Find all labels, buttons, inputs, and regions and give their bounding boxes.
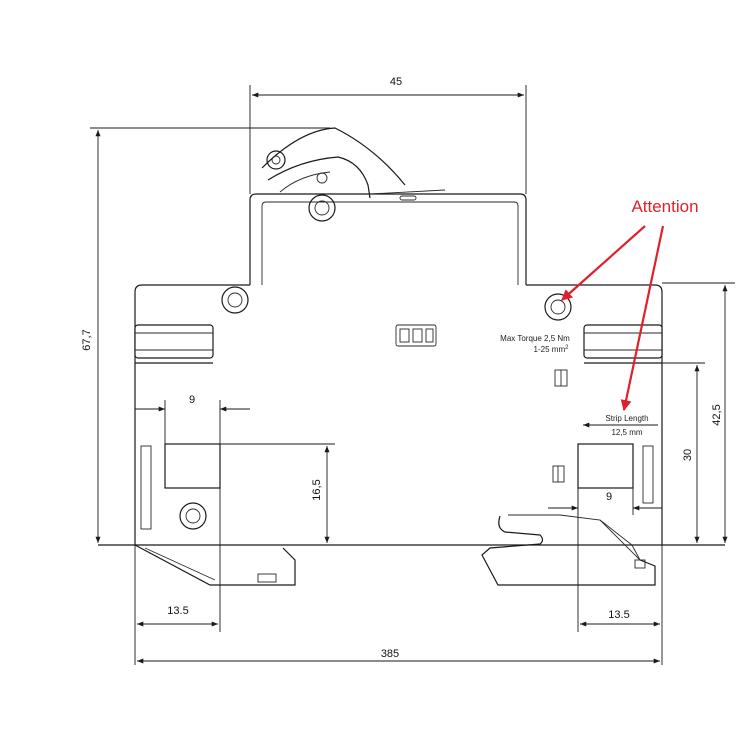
dim-label-total-width: 385 bbox=[381, 648, 399, 660]
terminal-screw-left-bottom bbox=[179, 502, 207, 530]
dimension-left-terminal-height: 16,5 bbox=[220, 443, 335, 543]
dim-label-right-small-width: 9 bbox=[606, 491, 612, 503]
dimension-right-height: 42,5 bbox=[662, 282, 735, 543]
toggle-lever bbox=[261, 127, 446, 222]
attention-arrow-torque bbox=[561, 225, 646, 301]
torque-line-2: 1-25 mm2 bbox=[534, 345, 570, 354]
attention-annotation: Attention bbox=[561, 197, 699, 412]
strip-length-value: 12,5 mm bbox=[611, 428, 642, 437]
attention-arrow-strip bbox=[620, 225, 665, 412]
dim-label-total-height: 67,7 bbox=[81, 329, 93, 350]
dim-label-right-height: 42,5 bbox=[711, 404, 723, 425]
dimension-total-width: 385 bbox=[137, 648, 660, 664]
dimension-right-inner: 30 bbox=[662, 362, 705, 543]
dimension-right-bottom: 13.5 bbox=[577, 488, 663, 665]
center-logo-mark bbox=[395, 324, 437, 347]
din-rail-clip-right bbox=[481, 514, 656, 586]
dim-label-left-terminal-height: 16,5 bbox=[311, 479, 323, 500]
terminal-screw-left-top bbox=[221, 286, 249, 314]
dimension-right-small-width: 9 bbox=[548, 488, 662, 515]
attention-label: Attention bbox=[631, 197, 698, 216]
dim-label-top: 45 bbox=[390, 76, 402, 88]
dimension-total-height: 67,7 bbox=[81, 127, 330, 543]
torque-line-1: Max Torque 2,5 Nm bbox=[500, 334, 570, 343]
strip-length-indicator: Strip Length 12,5 mm bbox=[583, 414, 658, 437]
strip-length-label: Strip Length bbox=[605, 414, 648, 423]
dimension-left-bottom: 13.5 bbox=[134, 488, 221, 665]
breaker-body bbox=[98, 193, 725, 546]
left-terminal-opening bbox=[164, 443, 221, 489]
torque-wire-superscript: 2 bbox=[565, 345, 569, 351]
terminal-screw-right-top bbox=[544, 293, 572, 321]
dim-label-right-bottom: 13.5 bbox=[608, 609, 629, 621]
torque-wire-range: 1-25 mm bbox=[534, 345, 566, 354]
dim-label-left-small-width: 9 bbox=[189, 394, 195, 406]
dim-label-right-inner: 30 bbox=[682, 449, 694, 461]
dimension-top-width: 45 bbox=[249, 76, 527, 194]
torque-note: Max Torque 2,5 Nm 1-25 mm2 bbox=[500, 334, 570, 354]
din-rail-clip-left bbox=[134, 544, 296, 586]
dim-label-left-bottom: 13.5 bbox=[167, 605, 188, 617]
right-terminal-opening bbox=[577, 443, 634, 489]
dimension-left-small-width: 9 bbox=[135, 394, 250, 444]
